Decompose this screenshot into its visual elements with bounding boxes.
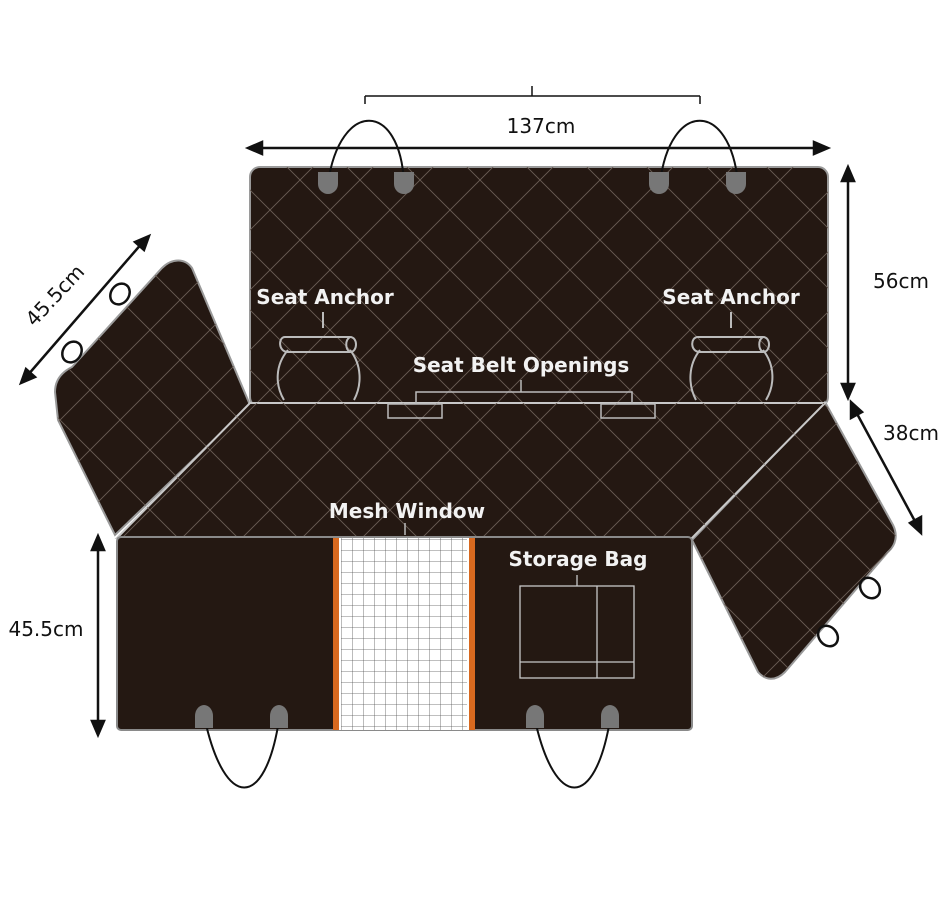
mesh-window [333,538,475,730]
front-height-dimension: 45.5cm [8,617,83,641]
mesh-window-label: Mesh Window [329,499,485,523]
bottom-straps [204,719,611,789]
left-side-flap [53,259,252,537]
top-headrest-straps [327,119,739,184]
storage-bag [519,575,635,679]
top-strap-anchors [318,172,746,194]
width-top-dimension: 137cm [507,114,576,138]
seat-belt-openings [387,380,656,419]
dimension-lines [18,86,923,739]
right-flap-loops [816,576,882,648]
bottom-strap-anchors [195,705,619,728]
right-flap-dimension: 38cm [883,421,939,445]
back-panel [249,166,829,408]
seat-anchor-left-label: Seat Anchor [256,285,394,309]
left-flap-loops [61,282,131,364]
left-flap-dimension: 45.5cm [21,260,90,331]
seat-panel [114,402,828,539]
seat-anchor-left [276,312,361,401]
back-height-dimension: 56cm [873,269,929,293]
seat-anchor-right [689,312,774,401]
seat-anchor-right-label: Seat Anchor [662,285,800,309]
seat-belt-openings-label: Seat Belt Openings [413,353,630,377]
storage-bag-label: Storage Bag [509,547,648,571]
right-side-flap [690,400,897,680]
